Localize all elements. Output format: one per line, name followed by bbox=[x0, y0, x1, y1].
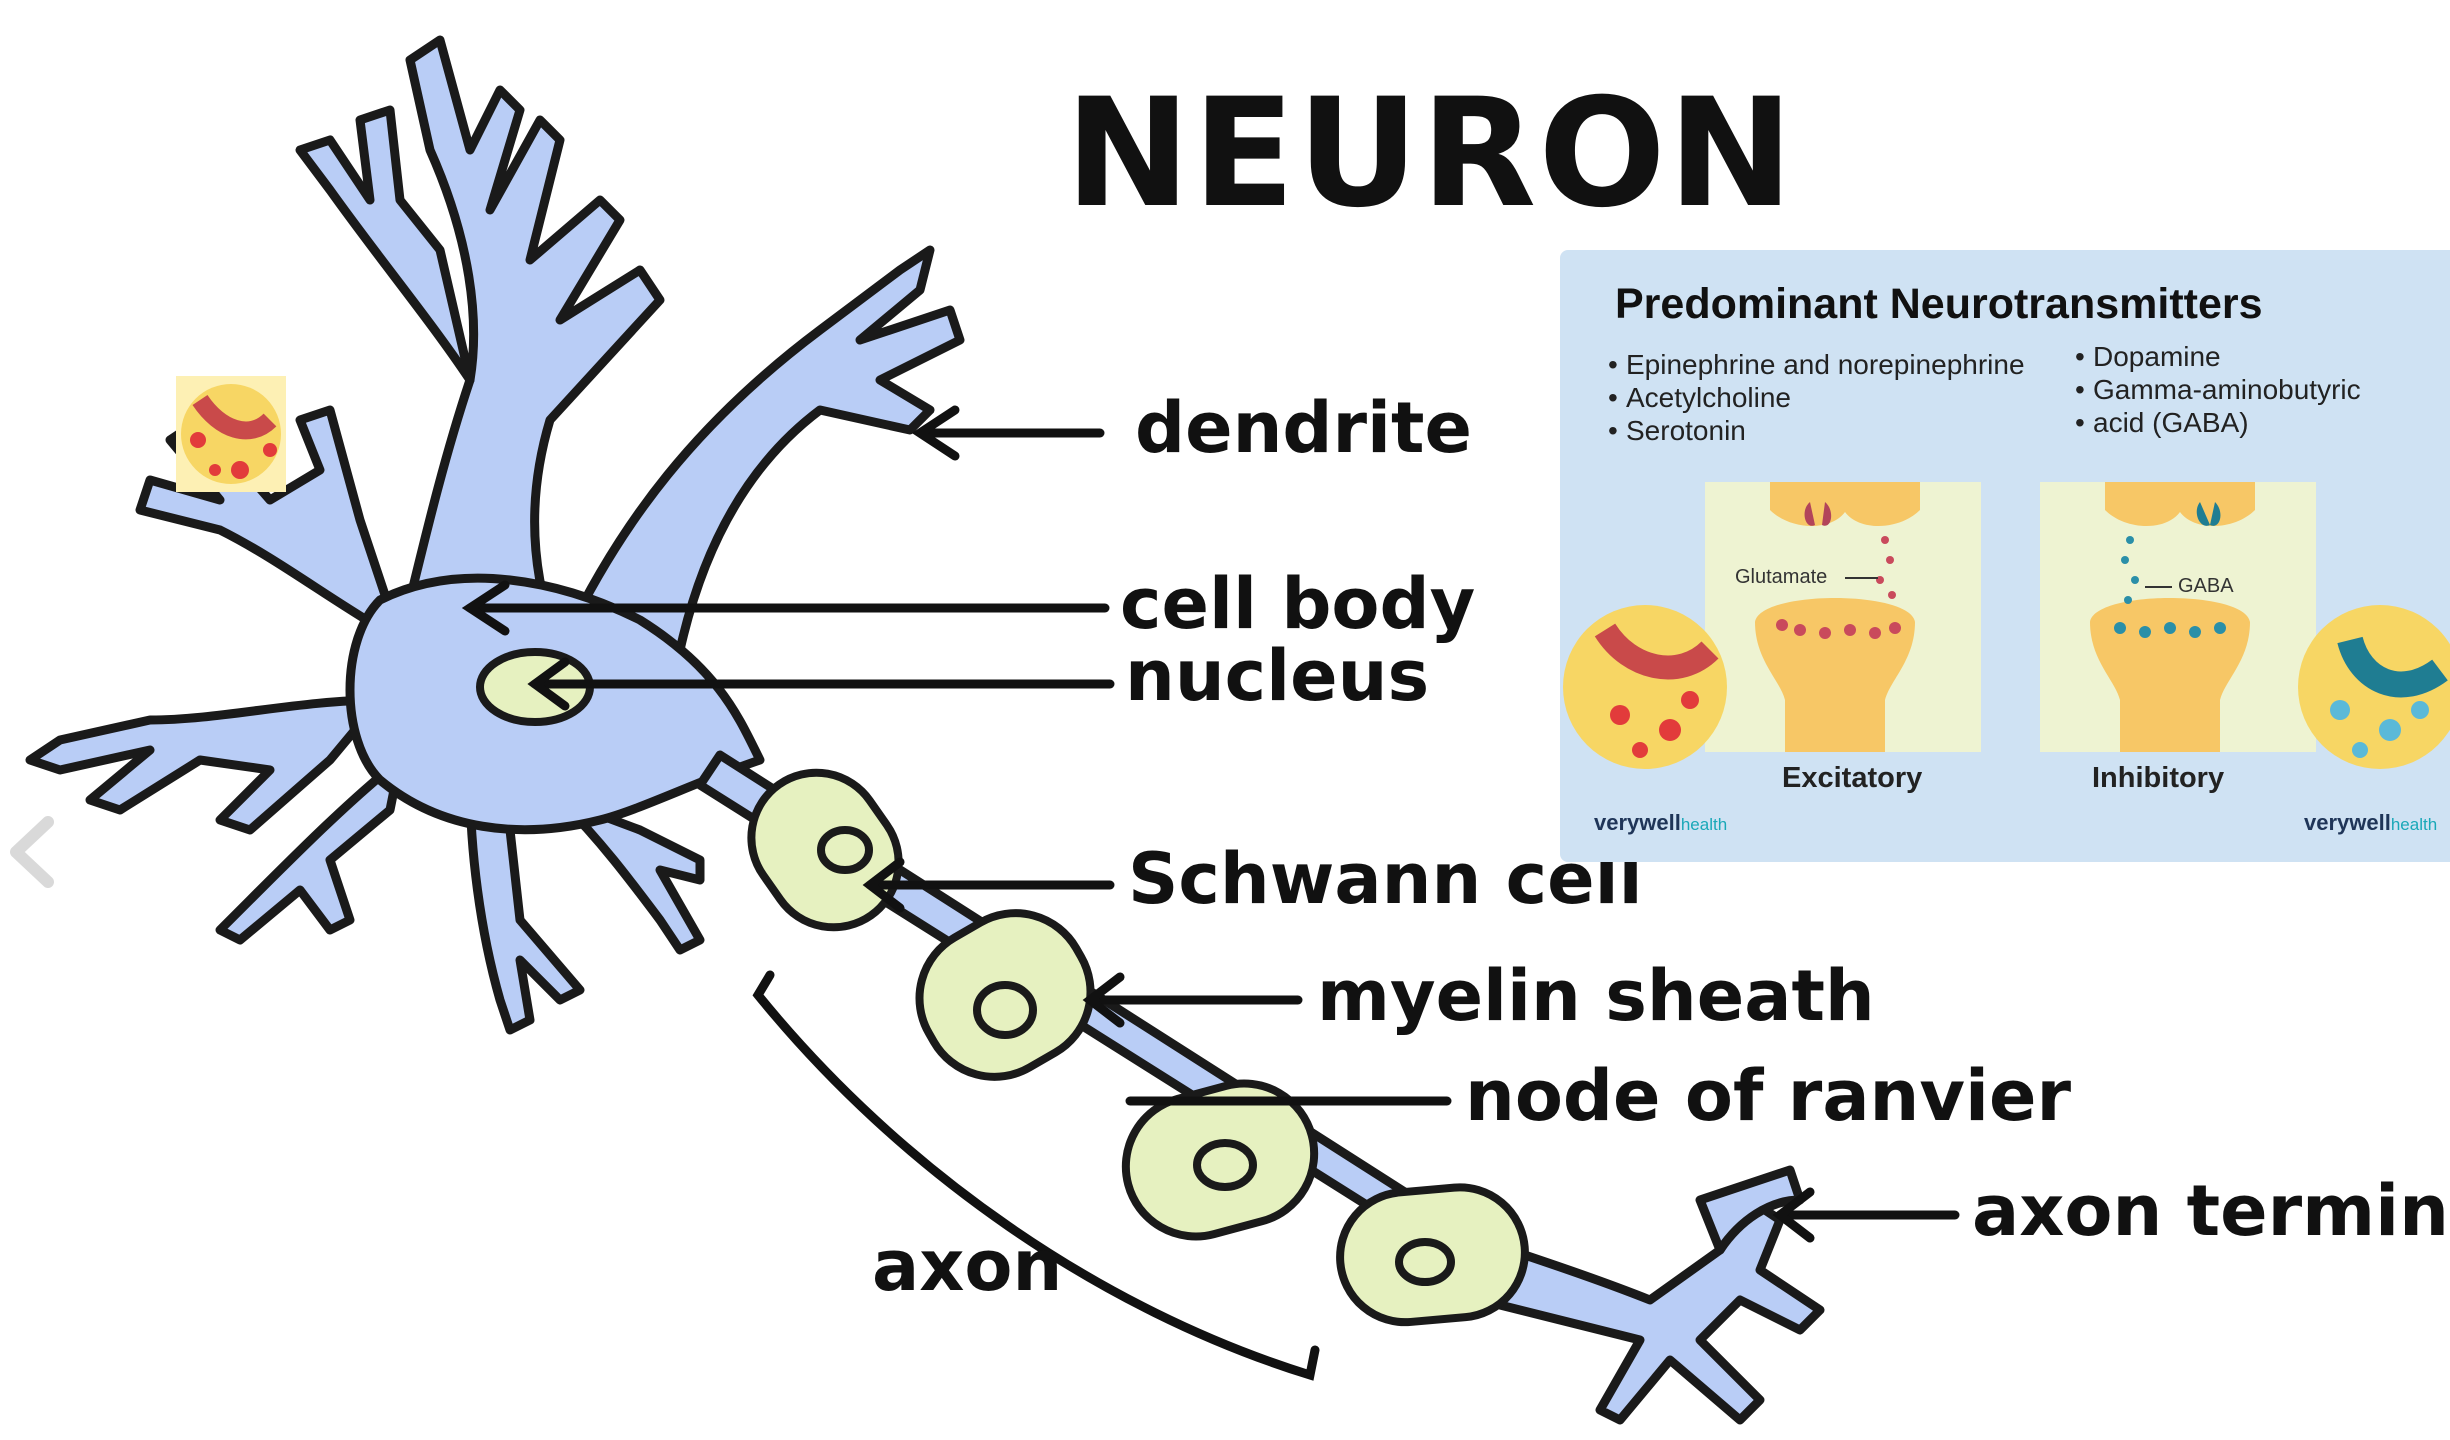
list-item-continuation: acid (GABA) bbox=[2075, 406, 2361, 439]
label-nucleus: nucleus bbox=[1125, 635, 1429, 717]
gaba-label: GABA bbox=[2178, 575, 2234, 598]
label-axon-terminal: axon terminal bbox=[1972, 1170, 2450, 1252]
list-item: Serotonin bbox=[1608, 414, 2025, 447]
brand-logo-right: verywellhealth bbox=[2304, 810, 2437, 836]
diagram-title: NEURON bbox=[1065, 67, 1795, 241]
label-cell-body: cell body bbox=[1120, 563, 1475, 645]
neuron-cell bbox=[30, 40, 1820, 1420]
glutamate-label: Glutamate bbox=[1735, 566, 1827, 589]
neurotransmitter-list-left: Epinephrine and norepinephrine Acetylcho… bbox=[1608, 348, 2025, 447]
brand-name: verywell bbox=[2304, 810, 2391, 835]
card-title: Predominant Neurotransmitters bbox=[1615, 280, 2263, 329]
list-item: Epinephrine and norepinephrine bbox=[1608, 348, 2025, 381]
label-axon: axon bbox=[872, 1225, 1062, 1307]
inhibitory-caption: Inhibitory bbox=[2092, 762, 2224, 795]
synapse-thumbnail bbox=[176, 376, 286, 492]
brand-suffix: health bbox=[1681, 815, 1727, 834]
brand-logo-left: verywellhealth bbox=[1594, 810, 1727, 836]
label-myelin-sheath: myelin sheath bbox=[1317, 955, 1875, 1037]
list-item: Acetylcholine bbox=[1608, 381, 2025, 414]
list-item: Gamma-aminobutyric bbox=[2075, 373, 2361, 406]
list-item: Dopamine bbox=[2075, 340, 2361, 373]
brand-name: verywell bbox=[1594, 810, 1681, 835]
back-chevron-icon[interactable] bbox=[4, 812, 60, 892]
excitatory-caption: Excitatory bbox=[1782, 762, 1922, 795]
label-dendrite: dendrite bbox=[1135, 387, 1472, 469]
neurotransmitters-card: Predominant Neurotransmitters Epinephrin… bbox=[1560, 250, 2450, 862]
neurotransmitter-list-right: Dopamine Gamma-aminobutyric acid (GABA) bbox=[2075, 340, 2361, 439]
label-node-of-ranvier: node of ranvier bbox=[1465, 1055, 2071, 1137]
brand-suffix: health bbox=[2391, 815, 2437, 834]
